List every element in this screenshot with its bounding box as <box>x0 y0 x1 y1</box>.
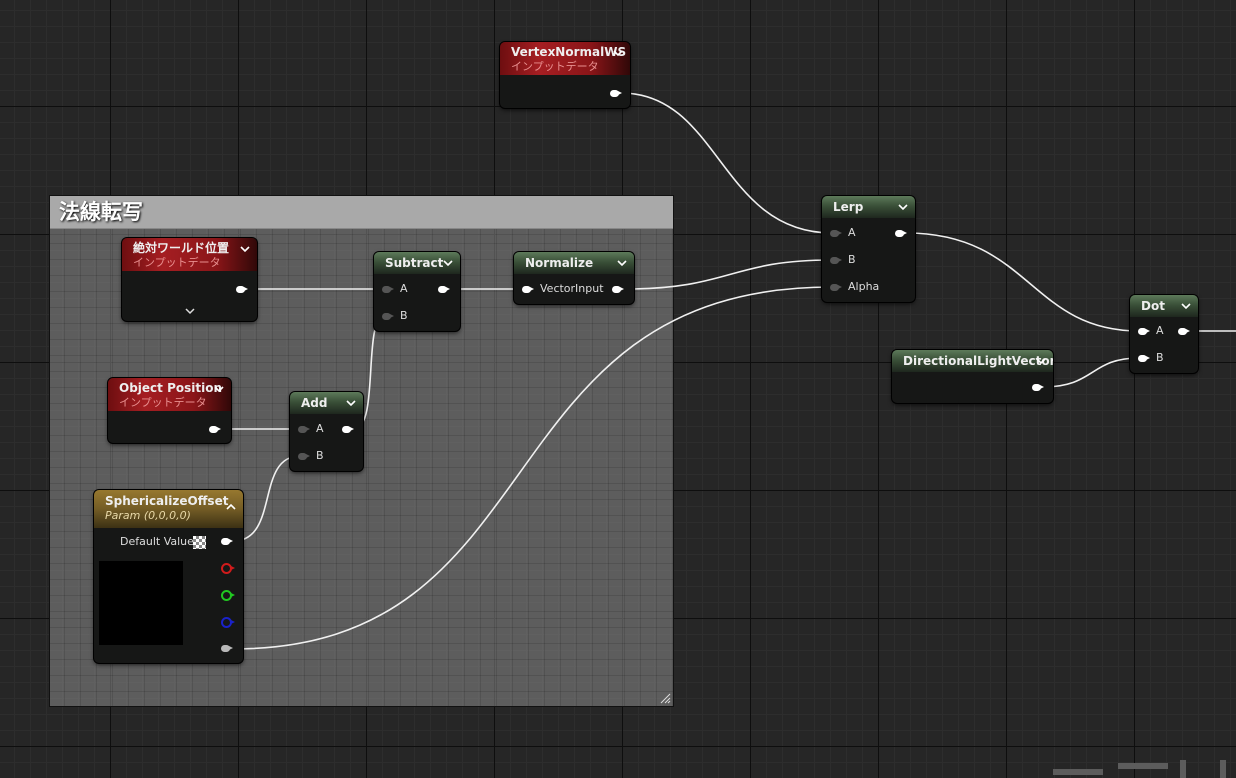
node-sphericalize-offset[interactable]: SphericalizeOffset Param (0,0,0,0) Defau… <box>94 490 243 663</box>
chevron-up-icon[interactable] <box>226 503 236 511</box>
pin-label-vectorinput: VectorInput <box>540 282 604 295</box>
input-pin-a[interactable] <box>830 230 842 237</box>
node-vertex-normal-ws[interactable]: VertexNormalWS インプットデータ <box>500 42 630 108</box>
pin-label-a: A <box>316 422 324 435</box>
output-pin-a[interactable] <box>221 645 233 652</box>
input-pin-b[interactable] <box>298 453 310 460</box>
node-object-position[interactable]: Object Position インプットデータ <box>108 378 231 443</box>
output-pin-b[interactable] <box>221 617 235 628</box>
pin-label-a: A <box>848 226 856 239</box>
input-pin-a[interactable] <box>382 286 394 293</box>
chevron-down-icon[interactable] <box>240 245 250 253</box>
pin-label-alpha: Alpha <box>848 280 880 293</box>
node-header[interactable]: DirectionalLightVector <box>892 350 1053 372</box>
chevron-down-icon[interactable] <box>346 399 356 407</box>
node-lerp[interactable]: Lerp A B Alpha <box>822 196 915 302</box>
pin-label-a: A <box>1156 324 1164 337</box>
input-pin-a[interactable] <box>298 426 310 433</box>
chevron-down-icon[interactable] <box>613 49 623 57</box>
node-header[interactable]: Dot <box>1130 295 1198 317</box>
pin-label-b: B <box>316 449 324 462</box>
node-header[interactable]: Object Position インプットデータ <box>108 378 231 411</box>
output-pin[interactable] <box>1032 384 1044 391</box>
node-subtitle: インプットデータ <box>133 256 221 269</box>
default-value-label: Default Value <box>120 535 194 548</box>
node-title: SphericalizeOffset <box>105 494 229 508</box>
node-dot[interactable]: Dot A B <box>1130 295 1198 373</box>
node-header[interactable]: Normalize <box>514 252 634 274</box>
chevron-down-icon[interactable] <box>443 259 453 267</box>
preview-thumbnail <box>99 561 183 645</box>
node-title: VertexNormalWS <box>511 45 627 59</box>
node-title: Subtract <box>385 256 444 270</box>
output-pin[interactable] <box>895 230 907 237</box>
node-subtract[interactable]: Subtract A B <box>374 252 460 331</box>
node-title: Lerp <box>833 200 864 214</box>
pin-label-b: B <box>848 253 856 266</box>
input-pin-b[interactable] <box>830 257 842 264</box>
node-directional-light-vector[interactable]: DirectionalLightVector <box>892 350 1053 403</box>
node-title: DirectionalLightVector <box>903 354 1053 368</box>
output-pin[interactable] <box>610 90 622 97</box>
output-pin-r[interactable] <box>221 563 235 574</box>
node-subtitle: インプットデータ <box>511 60 599 73</box>
node-header[interactable]: VertexNormalWS インプットデータ <box>500 42 630 75</box>
node-header[interactable]: Add <box>290 392 363 414</box>
node-header[interactable]: Subtract <box>374 252 460 274</box>
output-pin-g[interactable] <box>221 590 235 601</box>
input-pin-alpha[interactable] <box>830 284 842 291</box>
expand-chevron-icon[interactable] <box>185 308 195 315</box>
node-header[interactable]: Lerp <box>822 196 915 218</box>
node-subtitle: インプットデータ <box>119 396 207 409</box>
chevron-down-icon[interactable] <box>1036 357 1046 365</box>
node-title: Dot <box>1141 299 1165 313</box>
output-pin[interactable] <box>612 286 624 293</box>
default-value-swatch[interactable] <box>193 536 206 549</box>
output-pin-rgba[interactable] <box>221 538 233 545</box>
node-title: 絶対ワールド位置 <box>133 241 230 255</box>
chevron-down-icon[interactable] <box>617 259 627 267</box>
wire-lerp-to-dot-a[interactable] <box>905 232 1140 332</box>
node-subtitle: Param (0,0,0,0) <box>105 509 191 522</box>
node-absolute-world-position[interactable]: 絶対ワールド位置 インプットデータ <box>122 238 257 321</box>
output-pin[interactable] <box>209 426 221 433</box>
output-pin[interactable] <box>438 286 450 293</box>
input-pin-vectorinput[interactable] <box>522 286 534 293</box>
watermark-logo-icon <box>1053 760 1226 778</box>
resize-grip-icon[interactable] <box>660 693 671 704</box>
input-pin-a[interactable] <box>1138 328 1150 335</box>
node-header[interactable]: SphericalizeOffset Param (0,0,0,0) <box>94 490 243 528</box>
input-pin-b[interactable] <box>1138 355 1150 362</box>
chevron-down-icon[interactable] <box>1181 302 1191 310</box>
output-pin[interactable] <box>342 426 354 433</box>
output-pin[interactable] <box>236 286 248 293</box>
wire-dlv-to-dot-b[interactable] <box>1042 357 1140 388</box>
node-add[interactable]: Add A B <box>290 392 363 471</box>
chevron-down-icon[interactable] <box>214 385 224 393</box>
node-title: Add <box>301 396 328 410</box>
node-title: Object Position <box>119 381 223 395</box>
pin-label-b: B <box>400 309 408 322</box>
node-title: Normalize <box>525 256 594 270</box>
input-pin-b[interactable] <box>382 313 394 320</box>
chevron-down-icon[interactable] <box>898 203 908 211</box>
pin-label-a: A <box>400 282 408 295</box>
output-pin[interactable] <box>1178 328 1190 335</box>
pin-label-b: B <box>1156 351 1164 364</box>
node-header[interactable]: 絶対ワールド位置 インプットデータ <box>122 238 257 271</box>
comment-title[interactable]: 法線転写 <box>50 196 673 229</box>
node-normalize[interactable]: Normalize VectorInput <box>514 252 634 304</box>
